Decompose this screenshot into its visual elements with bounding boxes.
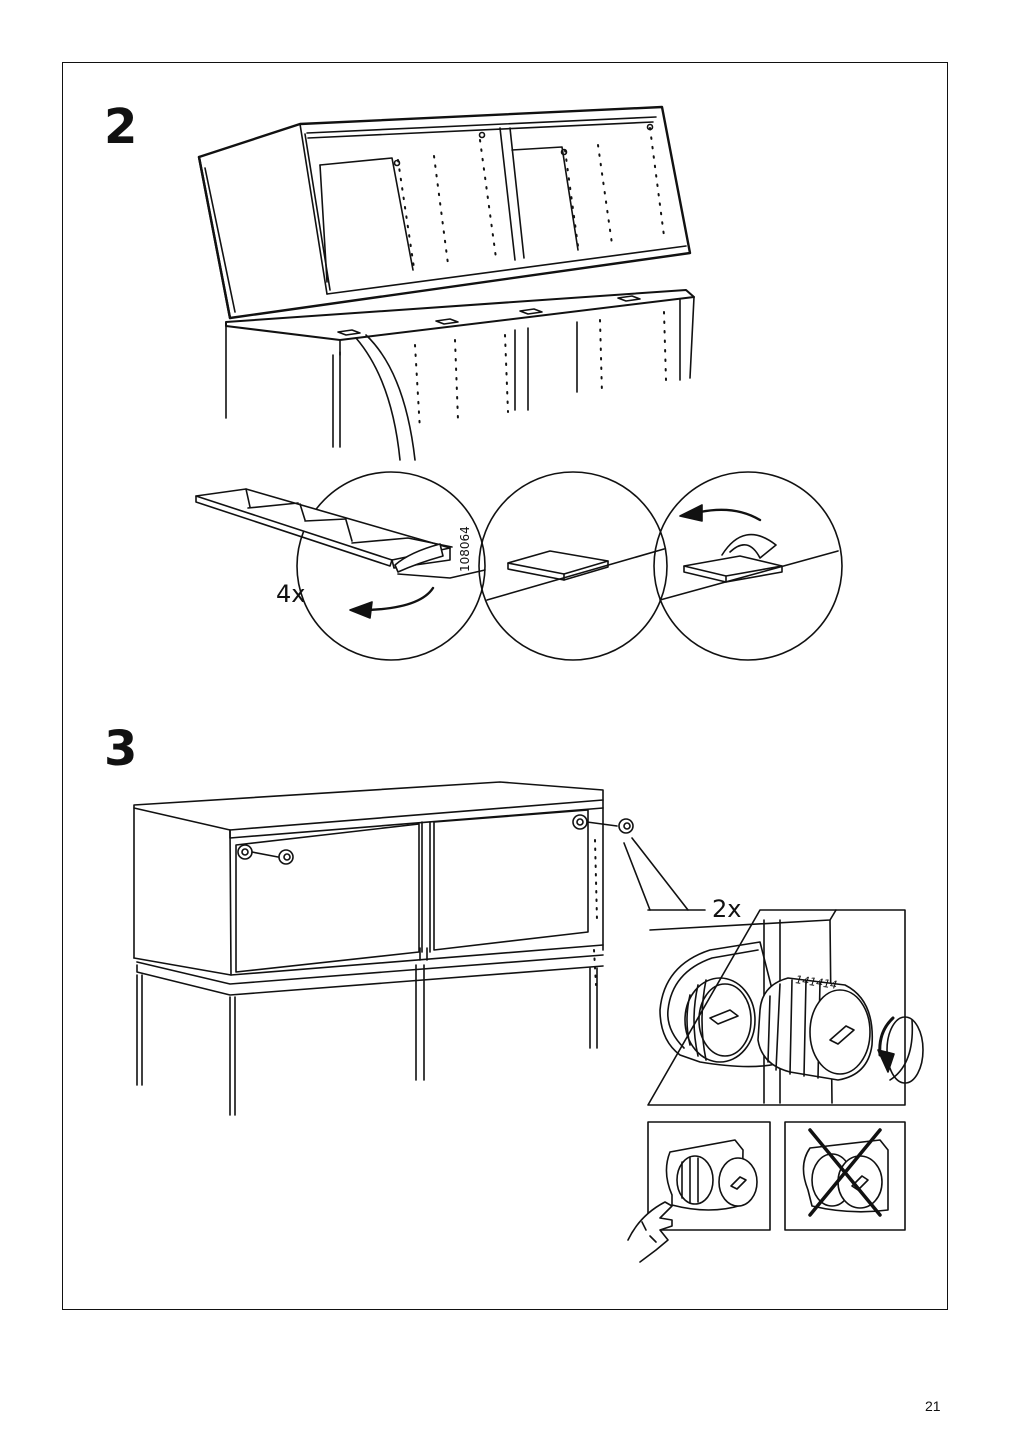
step-3-part-id: 141414 xyxy=(795,973,838,992)
step-3-sideboard-illustration xyxy=(133,781,689,1116)
step-2-detail-peel-pads xyxy=(195,471,486,661)
step-2-number: 2 xyxy=(104,99,138,155)
step-3-detail-correct xyxy=(627,1121,771,1263)
instruction-frame xyxy=(62,62,948,1310)
step-3-detail-knob-attach xyxy=(647,909,924,1106)
step-3-quantity: 2x xyxy=(712,895,741,923)
step-2-detail-pad-placed xyxy=(478,471,668,661)
step-2-quantity: 4x xyxy=(276,580,305,608)
step-2-detail-pad-press xyxy=(653,471,843,661)
step-3-detail-incorrect xyxy=(784,1121,906,1231)
step-2-part-id: 108064 xyxy=(458,526,472,572)
step-3-number: 3 xyxy=(104,721,138,777)
step-2-cabinet-illustration xyxy=(197,105,695,461)
page-number: 21 xyxy=(925,1398,941,1414)
